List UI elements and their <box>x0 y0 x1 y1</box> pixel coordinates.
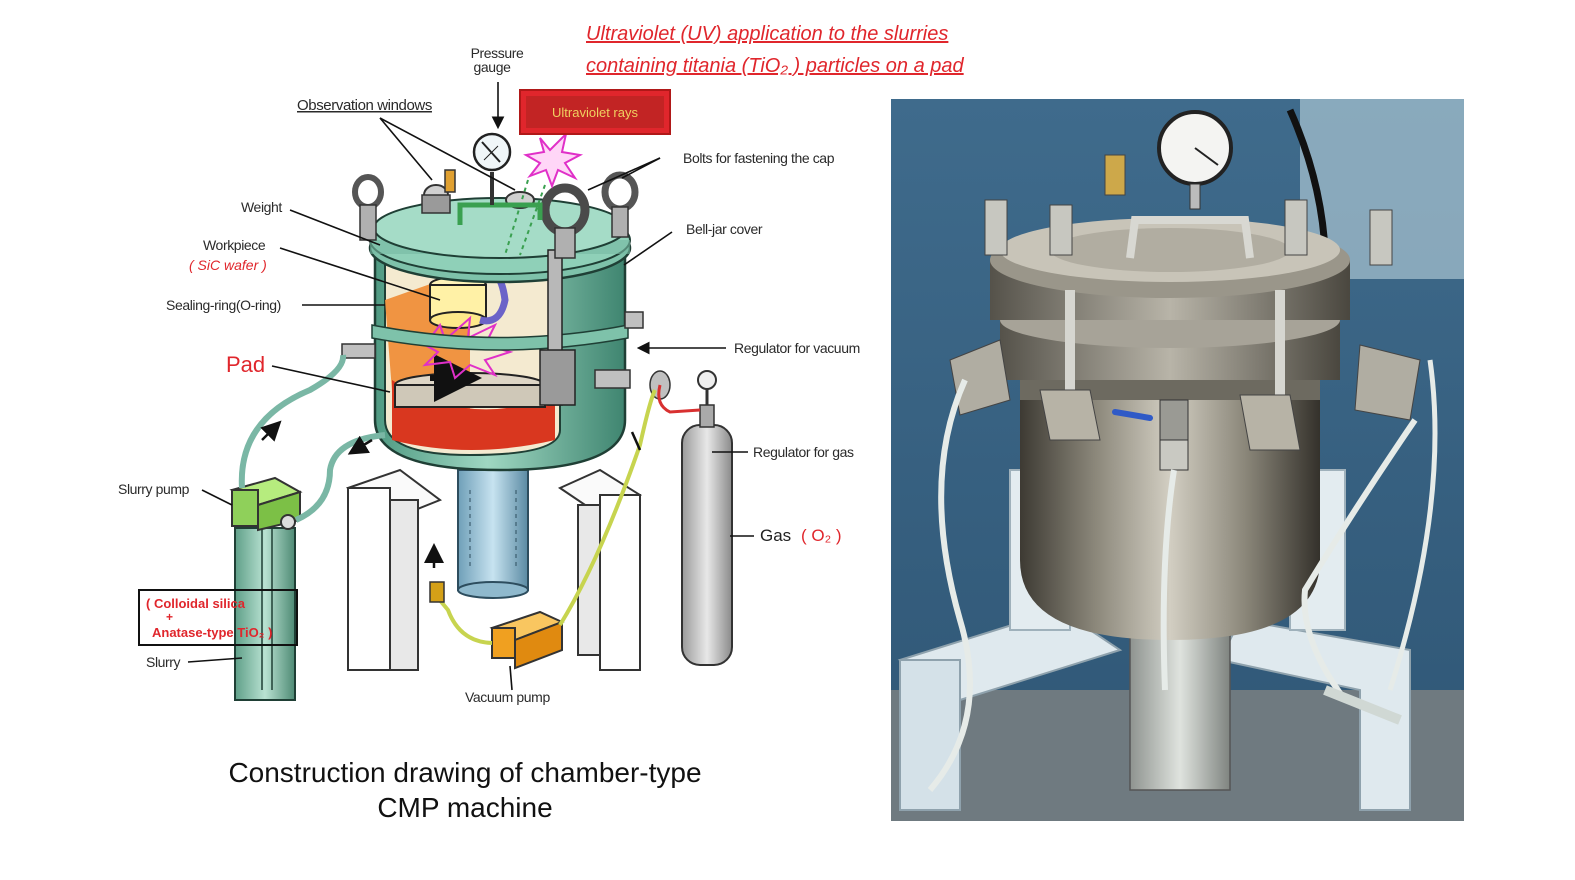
ultraviolet-rays-label: Ultraviolet rays <box>552 105 638 120</box>
headline: Ultraviolet (UV) application to the slur… <box>586 23 965 77</box>
regulator-gas-label: Regulator for gas <box>753 444 854 460</box>
machine-photo <box>891 99 1464 821</box>
construction-drawing: Ultraviolet rays ( Colloidal silica + An… <box>118 45 860 823</box>
photo-hoses <box>927 359 1438 792</box>
slurry-pump-label: Slurry pump <box>118 481 190 497</box>
workpiece-sub-label: ( SiC wafer ) <box>189 257 267 273</box>
vacuum-pump-label: Vacuum pump <box>465 689 550 705</box>
gas-cylinder <box>657 370 733 666</box>
figure-caption: Construction drawing of chamber-type CMP… <box>228 757 701 823</box>
weight-label: Weight <box>241 199 282 215</box>
uv-sparkle-pad <box>422 315 514 380</box>
support-frame <box>345 468 643 671</box>
photo-pressure-gauge <box>1157 110 1233 210</box>
slurry-box-line-3: Anatase-type TiO₂ ) <box>152 625 272 640</box>
bell-jar-cover-label: Bell-jar cover <box>686 221 763 237</box>
regulator-vacuum-label: Regulator for vacuum <box>734 340 860 356</box>
chamber <box>341 130 671 472</box>
spindle-motor <box>457 469 529 599</box>
headline-line-1: Ultraviolet (UV) application to the slur… <box>586 23 948 45</box>
uv-sparkle-top <box>523 130 584 189</box>
slurry-label: Slurry <box>146 654 181 670</box>
pressure-gauge <box>472 132 512 172</box>
sealing-ring-label: Sealing-ring(O-ring) <box>166 297 281 313</box>
slurry-box-line-2: + <box>166 610 173 624</box>
headline-line-2: containing titania (TiO₂ ) particles on … <box>586 55 965 77</box>
gas-label: Gas <box>760 526 791 545</box>
ultraviolet-rays-box: Ultraviolet rays <box>519 89 671 135</box>
slurry-system <box>229 354 386 701</box>
leader-lines <box>187 82 754 691</box>
pad-label: Pad <box>226 352 265 377</box>
slurry-box-line-1: ( Colloidal silica <box>146 596 246 611</box>
slurry-composition-box: ( Colloidal silica + Anatase-type TiO₂ ) <box>138 589 298 646</box>
diagram-labels: Pressure gauge Observation windows Bolts… <box>118 45 860 705</box>
eye-bolt-center <box>540 183 590 259</box>
observation-windows-label: Observation windows <box>297 97 432 114</box>
caption-line-1: Construction drawing of chamber-type <box>228 757 701 788</box>
bolts-label: Bolts for fastening the cap <box>683 150 835 166</box>
vacuum-pump <box>424 389 657 670</box>
gas-formula-label: ( O₂ ) <box>801 526 842 545</box>
caption-line-2: CMP machine <box>377 792 552 823</box>
pressure-gauge-label-2: gauge <box>474 59 512 75</box>
workpiece-label: Workpiece <box>203 237 266 253</box>
pressure-gauge-label-1: Pressure <box>471 45 524 61</box>
